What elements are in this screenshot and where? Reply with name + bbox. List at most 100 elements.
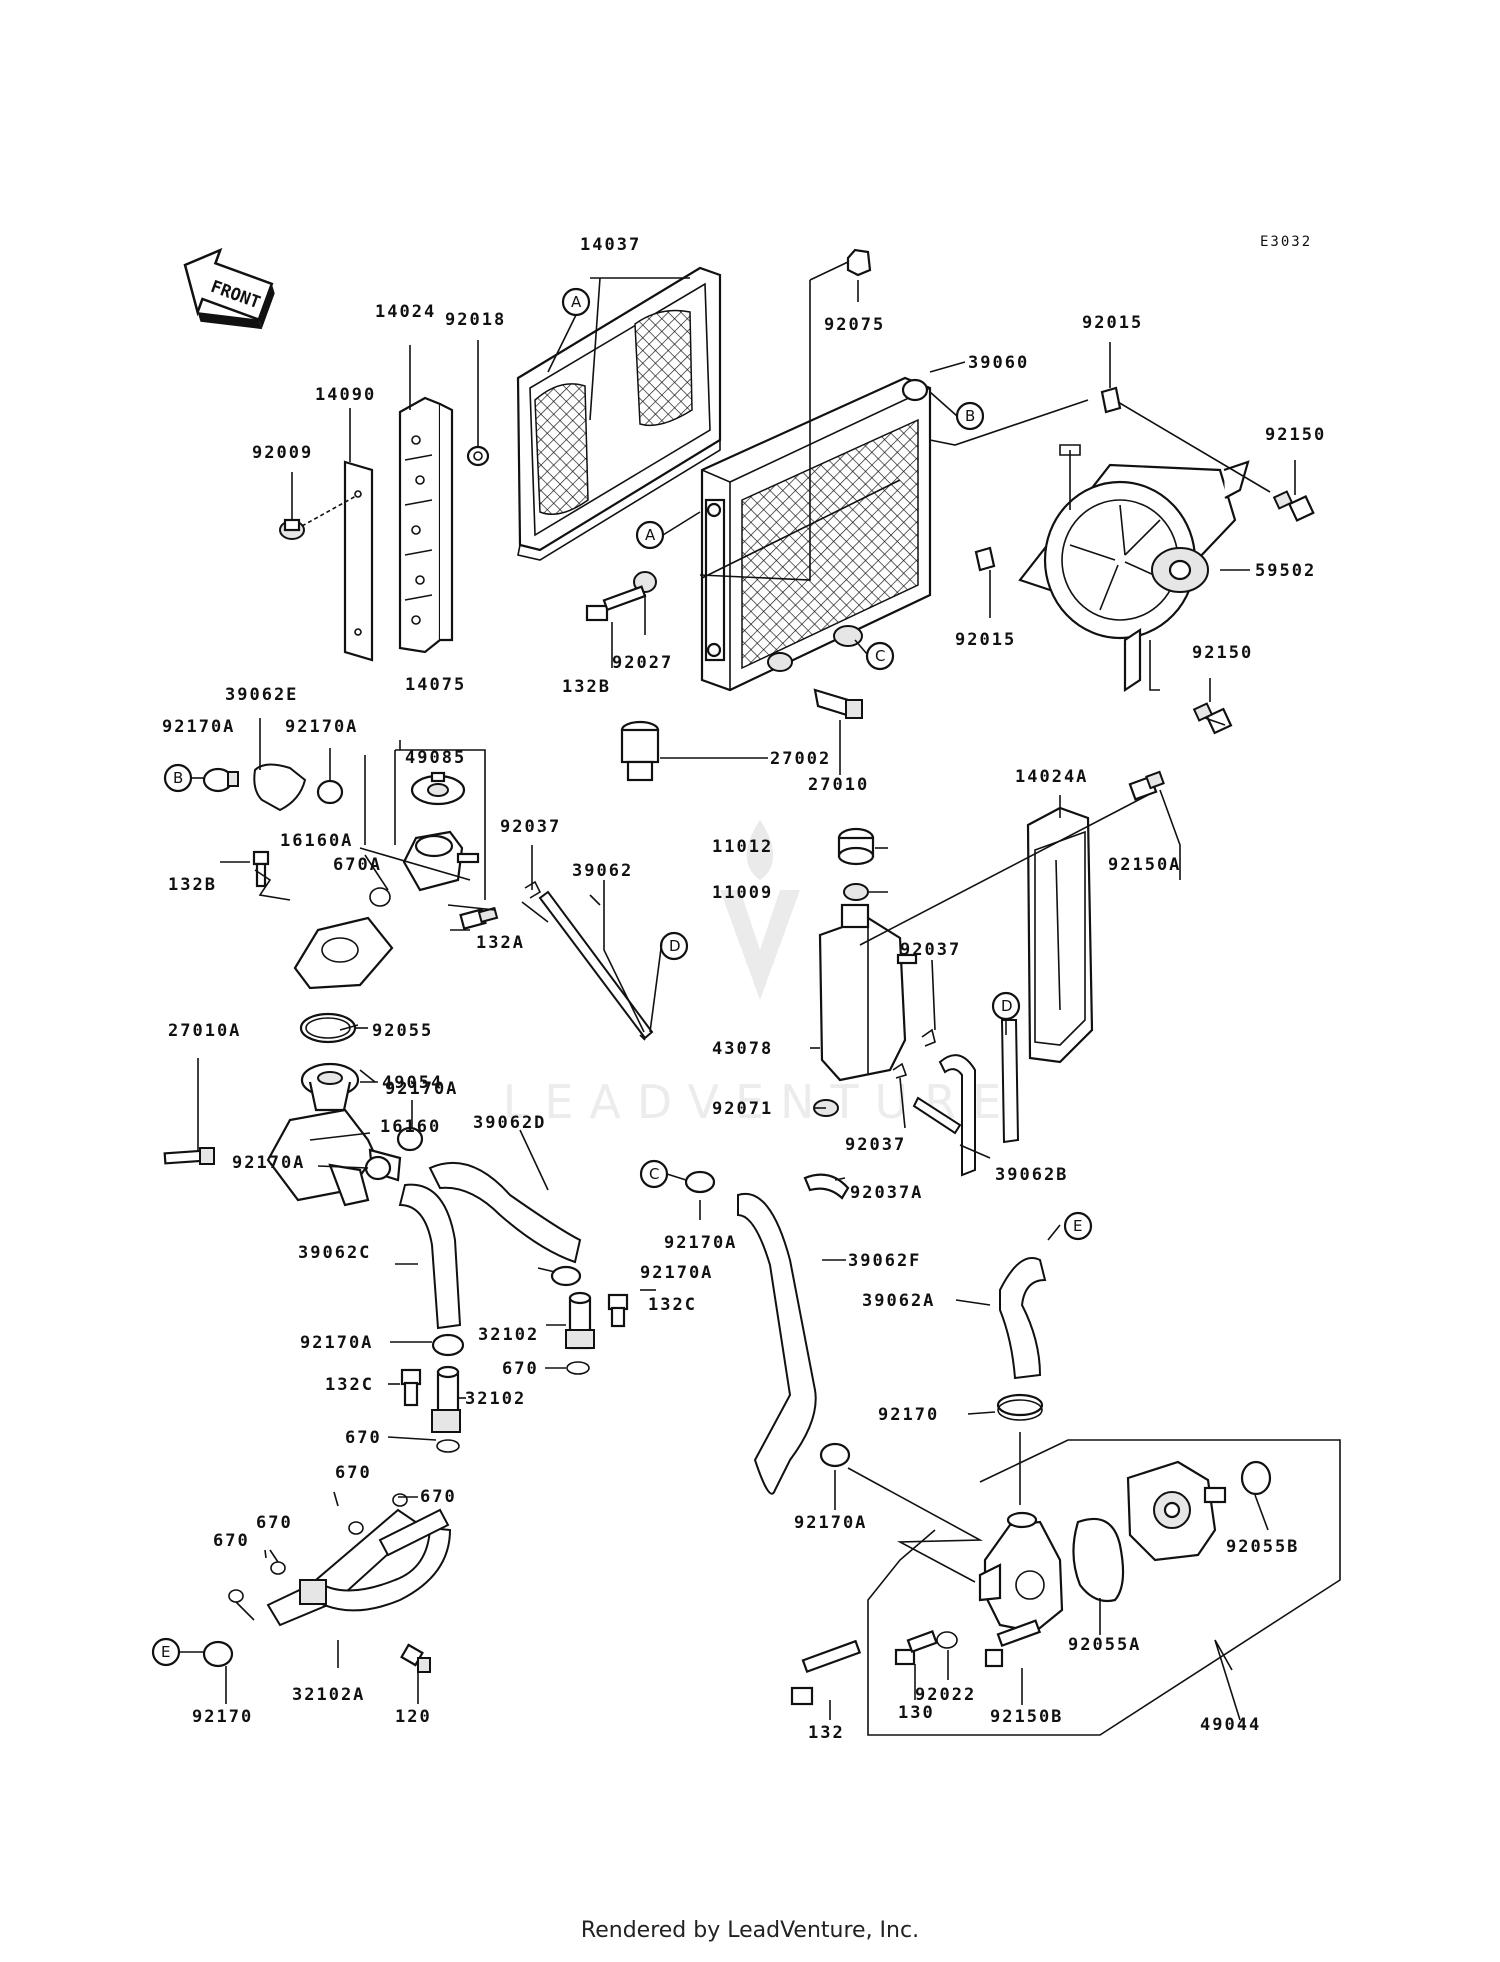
clamp-92170A-housing-left	[364, 1155, 392, 1181]
label-670-d: 670	[420, 1487, 457, 1507]
ref-E-right: E	[1063, 1211, 1093, 1241]
oring-670-d	[392, 1493, 408, 1507]
switch-27002	[620, 720, 660, 782]
label-43078: 43078	[712, 1039, 773, 1059]
label-670-lower: 670	[345, 1428, 382, 1448]
sensor-27010	[813, 688, 863, 719]
cap-49085	[410, 771, 466, 806]
label-92071: 92071	[712, 1099, 773, 1119]
pipe-32102-lower	[431, 1365, 461, 1433]
bracket-92015-top	[1100, 386, 1122, 414]
clamp-92170-E	[202, 1640, 234, 1668]
pipe-32102A	[266, 1508, 452, 1627]
label-92037A: 92037A	[850, 1183, 923, 1203]
oring-670-upper	[566, 1361, 590, 1375]
part-labels: 14037 14024 92018 14090 92009 92075 3906…	[162, 235, 1324, 1743]
label-120: 120	[395, 1707, 432, 1727]
bolt-132A	[459, 906, 499, 930]
clamp-92170A-lower	[431, 1333, 465, 1357]
label-14075: 14075	[405, 675, 466, 695]
clip-92037-low	[892, 1062, 908, 1079]
label-92170A-8: 92170A	[794, 1513, 867, 1533]
label-132A: 132A	[476, 933, 525, 953]
ref-D-right: D	[991, 991, 1021, 1021]
svg-text:A: A	[571, 293, 582, 311]
label-132C-lower: 132C	[325, 1375, 374, 1395]
bolt-120	[400, 1643, 431, 1673]
bolt-92009	[279, 495, 357, 540]
label-132: 132	[808, 1723, 845, 1743]
label-32102A: 32102A	[292, 1685, 365, 1705]
ref-C-radiator: C	[854, 639, 895, 671]
label-39062B: 39062B	[995, 1165, 1068, 1185]
plate-14090	[343, 460, 374, 662]
label-92037-mid: 92037	[900, 940, 961, 960]
svg-text:D: D	[669, 937, 681, 955]
impeller-housing	[1126, 1460, 1227, 1562]
ref-C-mid: C	[639, 1159, 687, 1189]
sensor-27010A	[163, 1147, 215, 1165]
hose-39062E	[253, 763, 307, 812]
svg-text:E: E	[1073, 1217, 1082, 1235]
clamp-92170A-B	[202, 767, 239, 793]
thermostat-49054	[300, 1062, 360, 1112]
hose-39062	[538, 890, 654, 1040]
label-49085: 49085	[405, 748, 466, 768]
label-92170A-6: 92170A	[640, 1263, 713, 1283]
label-92015-top: 92015	[1082, 313, 1143, 333]
bolt-92150-top	[1272, 490, 1315, 522]
fan-assembly-59502	[1018, 444, 1250, 693]
label-39060: 39060	[968, 353, 1029, 373]
hose-39062A	[999, 1257, 1047, 1380]
cap-92075	[846, 248, 872, 277]
label-92170A-2: 92170A	[285, 717, 358, 737]
label-92170-E: 92170	[192, 1707, 253, 1727]
label-39062E: 39062E	[225, 685, 298, 705]
bolt-132	[790, 1639, 862, 1706]
hose-39062D	[428, 1161, 582, 1264]
label-49044: 49044	[1200, 1715, 1261, 1735]
label-27010A: 27010A	[168, 1021, 241, 1041]
svg-text:B: B	[965, 407, 975, 425]
label-92055A: 92055A	[1068, 1635, 1141, 1655]
svg-text:B: B	[173, 769, 183, 787]
bracket-92015-mid	[974, 546, 996, 572]
label-14024: 14024	[375, 302, 436, 322]
clamp-92170A-C	[684, 1170, 716, 1194]
label-32102-lower: 32102	[465, 1389, 526, 1409]
clip-92037-top	[524, 880, 542, 899]
label-92170A-1: 92170A	[162, 717, 235, 737]
label-92170A-4: 92170A	[232, 1153, 305, 1173]
label-92027: 92027	[612, 653, 673, 673]
oring-670-lower	[436, 1439, 460, 1453]
label-92055B: 92055B	[1226, 1537, 1299, 1557]
svg-text:E: E	[161, 1643, 170, 1661]
clamp-92170A-upper	[316, 779, 344, 805]
label-670-e: 670	[213, 1531, 250, 1551]
washer-92018	[466, 445, 490, 467]
label-39062F: 39062F	[848, 1251, 921, 1271]
label-39062D: 39062D	[473, 1113, 546, 1133]
clip-92037-mid	[921, 1028, 936, 1047]
pump-body	[978, 1511, 1064, 1634]
label-11009: 11009	[712, 883, 773, 903]
svg-text:D: D	[1001, 997, 1013, 1015]
clamp-92170A-mid	[550, 1265, 582, 1287]
label-59502: 59502	[1255, 561, 1316, 581]
label-11012: 11012	[712, 837, 773, 857]
oring-670A	[369, 887, 391, 907]
cover-14024A	[1026, 806, 1094, 1064]
svg-text:A: A	[645, 526, 656, 544]
label-92018: 92018	[445, 310, 506, 330]
label-27002: 27002	[770, 749, 831, 769]
oring-670-c	[348, 1521, 364, 1535]
ref-A-top: A	[547, 287, 591, 373]
washer-92022	[936, 1631, 958, 1649]
svg-text:C: C	[649, 1165, 659, 1183]
ref-A-radiator: A	[635, 511, 701, 550]
label-92022: 92022	[915, 1685, 976, 1705]
label-92055: 92055	[372, 1021, 433, 1041]
footer-credit: Rendered by LeadVenture, Inc.	[580, 1918, 920, 1943]
pipe-32102-upper	[565, 1291, 595, 1350]
